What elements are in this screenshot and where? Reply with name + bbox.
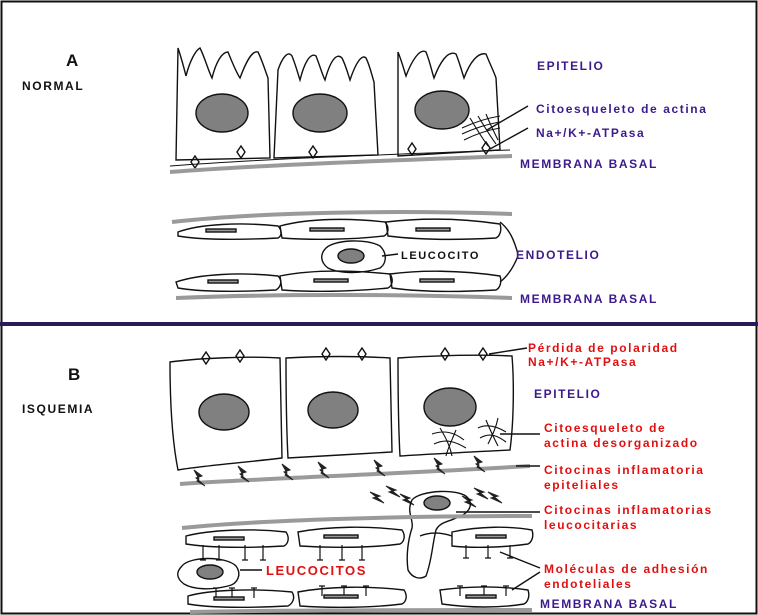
nucleus	[293, 94, 347, 132]
label-citoesq-b2: actina desorganizado	[544, 436, 699, 450]
epithelial-cell-2	[274, 54, 378, 158]
label-membrana-basal-b: MEMBRANA BASAL	[540, 597, 678, 611]
label-citoesq-b1: Citoesqueleto de	[544, 421, 666, 435]
label-polaridad-1: Pérdida de polaridad	[528, 341, 679, 355]
epithelial-cell-3	[398, 51, 500, 156]
actin-mesh	[462, 114, 500, 146]
leucocito-b-cell	[178, 559, 239, 589]
label-cit-epit-1: Citocinas inflamatoria	[544, 463, 705, 477]
label-polaridad-2: Na+/K+-ATPasa	[528, 355, 637, 369]
leucocito-cell	[322, 241, 386, 273]
nucleus	[196, 94, 248, 132]
panel-b-letter: B	[68, 365, 82, 384]
label-leucocito: LEUCOCITO	[401, 250, 480, 262]
label-cit-leuc-2: leucocitarias	[544, 518, 638, 532]
nucleus	[424, 388, 476, 426]
panel-a-title: NORMAL	[22, 79, 84, 93]
label-membrana-basal-a2: MEMBRANA BASAL	[520, 292, 658, 306]
pointer-atpasa	[490, 128, 528, 149]
label-citoesqueleto-a: Citoesqueleto de actina	[536, 102, 708, 116]
pointer-adhesion-2	[512, 572, 540, 590]
panel-a-letter: A	[66, 51, 80, 70]
label-epitelio-b: EPITELIO	[534, 387, 601, 401]
basement-membrane-b1	[180, 466, 530, 484]
epithelial-cell-b2	[286, 357, 392, 459]
label-leucocitos: LEUCOCITOS	[266, 563, 367, 578]
endothelial-cells-b-bottom	[188, 587, 529, 607]
label-epitelio-a: EPITELIO	[537, 59, 604, 73]
pointer-actin	[487, 106, 528, 130]
pointer-adhesion-1	[500, 552, 540, 568]
pointer-polaridad	[489, 348, 527, 354]
epithelial-cell-b1	[170, 357, 282, 470]
label-cit-leuc-1: Citocinas inflamatorias	[544, 503, 713, 517]
endothelial-cells-bottom	[176, 271, 501, 291]
epithelial-cell-1	[176, 48, 270, 160]
label-atpasa-a: Na+/K+-ATPasa	[536, 126, 645, 140]
nucleus	[308, 392, 358, 428]
label-membrana-basal-a1: MEMBRANA BASAL	[520, 157, 658, 171]
basement-membrane-b2	[190, 610, 532, 612]
endothelial-membrane-b-top	[182, 516, 532, 528]
label-adhesion-1: Moléculas de adhesión	[544, 562, 709, 576]
nucleus	[415, 91, 469, 129]
endothelial-cells-top	[178, 219, 501, 239]
label-cit-epit-2: epiteliales	[544, 478, 620, 492]
basement-membrane-2	[176, 295, 512, 298]
epithelial-cell-b3	[398, 355, 513, 456]
panel-b-title: ISQUEMIA	[22, 402, 94, 416]
nucleus	[199, 394, 249, 430]
endothelial-cells-b-top	[186, 527, 533, 547]
label-endotelio: ENDOTELIO	[516, 248, 600, 262]
migrating-leucocyte	[407, 491, 470, 578]
label-adhesion-2: endoteliales	[544, 577, 633, 591]
